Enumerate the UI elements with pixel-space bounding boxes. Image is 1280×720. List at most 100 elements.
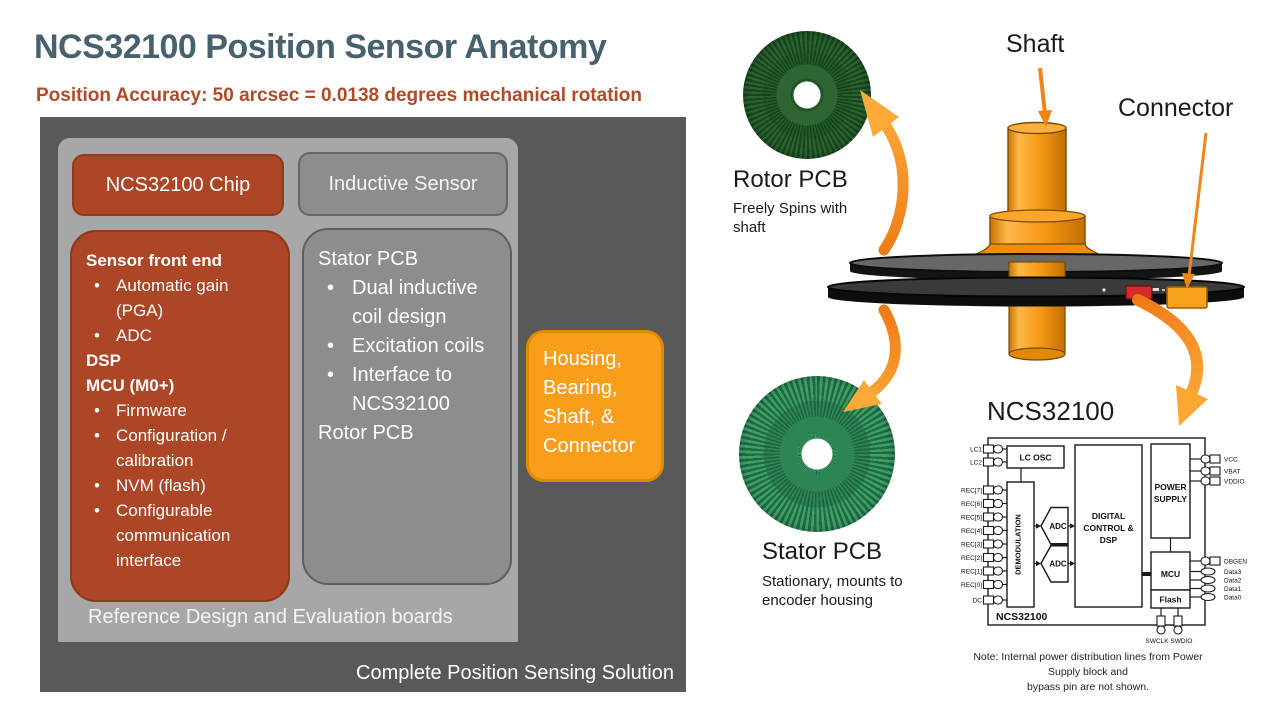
svg-text:Data0: Data0 — [1224, 594, 1242, 601]
rotor-pcb-label: Rotor PCB — [733, 166, 848, 193]
svg-text:ADC: ADC — [1049, 522, 1067, 531]
svg-text:REC[3]: REC[3] — [961, 541, 982, 548]
stator-desc-line: encoder housing — [762, 592, 873, 609]
pin-vcc: VCC — [1190, 454, 1238, 464]
housing-line: Shaft, & — [543, 406, 615, 428]
reference-design-container: NCS32100 Chip Inductive Sensor Sensor fr… — [58, 138, 518, 642]
shaft-label: Shaft — [1006, 30, 1065, 58]
svg-text:REC[5]: REC[5] — [961, 514, 982, 521]
svg-text:VCC: VCC — [1224, 456, 1238, 463]
connector-3d — [1166, 286, 1208, 309]
inductive-sensor-label: Inductive Sensor — [328, 172, 478, 195]
list-item: NVM (flash) — [86, 473, 276, 498]
svg-text:LC2: LC2 — [970, 459, 982, 466]
svg-text:LC OSC: LC OSC — [1019, 453, 1051, 463]
pin-rec7: REC[7] — [961, 485, 1007, 495]
pin-rec1: REC[1] — [961, 566, 1007, 576]
pin-rec3: REC[3] — [961, 539, 1007, 549]
list-item: Interface to NCS32100 — [318, 361, 498, 419]
svg-text:DBGEN: DBGEN — [1224, 558, 1247, 565]
accuracy-subtitle: Position Accuracy: 50 arcsec = 0.0138 de… — [36, 85, 643, 106]
stator-pcb-description: Stationary, mounts to encoder housing — [762, 572, 903, 610]
svg-text:REC[7]: REC[7] — [961, 487, 982, 494]
sensor-detail-box: Stator PCB Dual inductive coil design Ex… — [302, 228, 512, 585]
encoder-illustration: LC OSC DEMODULATION ADC ADC DIGITAL CONT… — [827, 67, 1247, 645]
list-item: ADC — [86, 323, 276, 348]
svg-text:ADC: ADC — [1049, 560, 1067, 569]
block-diagram-title: NCS32100 — [987, 396, 1115, 426]
note-line: bypass pin are not shown. — [1027, 681, 1149, 693]
svg-text:DSP: DSP — [1100, 535, 1118, 545]
rotor-desc-line: Freely Spins with — [733, 200, 848, 217]
pin-vddio: VDDIO — [1190, 476, 1245, 486]
chip-callout-arrow — [1132, 294, 1208, 426]
svg-text:DIGITAL: DIGITAL — [1092, 511, 1125, 521]
svg-text:SUPPLY: SUPPLY — [1154, 494, 1188, 504]
housing-line: Bearing, — [543, 377, 618, 399]
pcb-detail — [1102, 288, 1106, 292]
housing-box: Housing, Bearing, Shaft, & Connector — [526, 330, 664, 482]
note-line: Note: Internal power distribution lines … — [973, 651, 1203, 678]
pin-rec6: REC[6] — [961, 498, 1007, 509]
svg-text:Data3: Data3 — [1224, 569, 1242, 576]
svg-text:Flash: Flash — [1159, 595, 1181, 605]
list-item: Automatic gain (PGA) — [86, 273, 276, 323]
svg-text:REC[4]: REC[4] — [961, 528, 982, 535]
chip-detail-box: Sensor front end Automatic gain (PGA) AD… — [70, 230, 290, 602]
chip-detail-heading: Sensor front end — [86, 251, 223, 270]
svg-text:VBAT: VBAT — [1224, 468, 1241, 475]
chip-detail-subheading-mcu: MCU (M0+) — [86, 376, 175, 395]
chip-title-label: NCS32100 Chip — [105, 173, 251, 196]
svg-text:Data2: Data2 — [1224, 577, 1242, 584]
stator-callout-arrow — [843, 304, 901, 412]
pin-dbgen: DBGEN — [1190, 556, 1247, 566]
block-diagram: LC OSC DEMODULATION ADC ADC DIGITAL CONT… — [961, 437, 1247, 645]
dsp-mcu-bus — [1142, 572, 1151, 576]
rotor-pcb-photo — [743, 31, 871, 159]
pin-lc1: LC1 — [970, 444, 1007, 454]
svg-text:POWER: POWER — [1154, 482, 1186, 492]
chip-detail-subheading-dsp: DSP — [86, 351, 121, 370]
demodulation-block — [1006, 481, 1035, 608]
svg-text:REC[1]: REC[1] — [961, 568, 982, 575]
pin-swdio — [1173, 608, 1183, 635]
pcb-detail — [1162, 289, 1165, 291]
stator-pcb-label: Stator PCB — [762, 538, 883, 565]
solution-caption: Complete Position Sensing Solution — [356, 662, 674, 684]
pin-data1: Data1 — [1190, 584, 1242, 593]
housing-line: Housing, — [543, 348, 622, 370]
list-item: Configuration / calibration — [86, 423, 276, 473]
adc-joint — [1051, 543, 1068, 547]
pin-rec0: REC[0] — [961, 579, 1007, 590]
pin-data3: Data3 — [1190, 567, 1242, 576]
chip-title-box: NCS32100 Chip — [72, 154, 284, 216]
svg-text:MCU: MCU — [1161, 569, 1180, 579]
pin-vbat: VBAT — [1190, 466, 1241, 476]
svg-text:DC: DC — [973, 597, 983, 604]
rotor-callout-arrow — [860, 90, 909, 256]
svg-text:REC[0]: REC[0] — [961, 582, 982, 589]
pin-rec2: REC[2] — [961, 552, 1007, 563]
solution-panel: NCS32100 Chip Inductive Sensor Sensor fr… — [40, 117, 686, 692]
list-item: Excitation coils — [318, 332, 498, 361]
shaft-label-arrow — [1038, 67, 1052, 127]
reference-caption: Reference Design and Evaluation boards — [88, 606, 453, 628]
pin-data2: Data2 — [1190, 575, 1242, 584]
page-title: NCS32100 Position Sensor Anatomy — [34, 28, 607, 66]
svg-text:LC1: LC1 — [970, 446, 982, 453]
shaft — [971, 121, 1104, 261]
svg-text:REC[2]: REC[2] — [961, 555, 982, 562]
pcb-detail — [1152, 288, 1159, 291]
block-diagram-note: Note: Internal power distribution lines … — [958, 650, 1218, 695]
pin-rec5: REC[5] — [961, 512, 1007, 522]
housing-line: Connector — [543, 435, 636, 457]
svg-text:Data1: Data1 — [1224, 586, 1242, 593]
sensor-detail-heading: Stator PCB — [318, 248, 419, 270]
list-item: Configurable communication interface — [86, 498, 276, 573]
encoder-assembly — [827, 121, 1245, 361]
pin-dc: DC — [973, 595, 1007, 605]
bottom-pins-label: SWCLK SWDIO — [1146, 638, 1193, 645]
pin-data0: Data0 — [1190, 592, 1242, 601]
connector-label-arrow — [1182, 132, 1208, 289]
